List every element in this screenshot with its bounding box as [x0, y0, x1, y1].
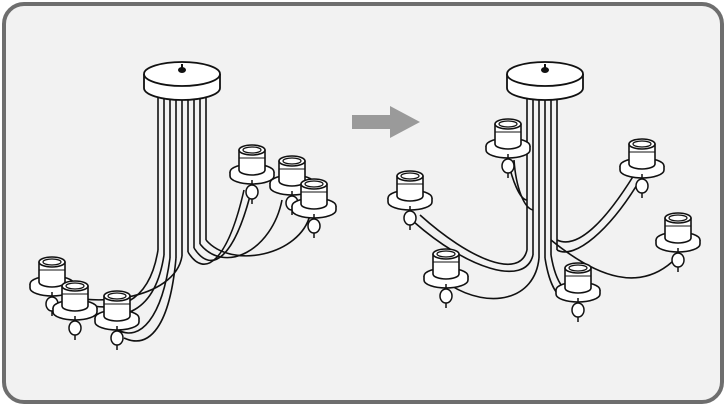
ceiling-canopy-right [506, 61, 584, 101]
right-arrow-icon [352, 106, 420, 138]
stem-bundle [157, 90, 207, 258]
ceiling-canopy-left [143, 61, 221, 101]
stem-bundle [526, 90, 558, 258]
